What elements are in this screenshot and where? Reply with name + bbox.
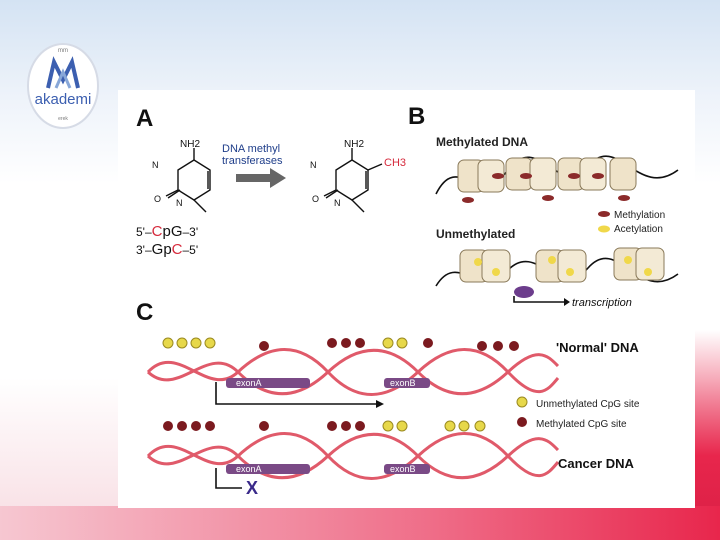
- n-left-bottom: N: [176, 198, 183, 208]
- acetylation-marks-b: [474, 256, 652, 276]
- cancer-methylated-sites: [163, 421, 365, 431]
- exon-b-bottom-label: exonB: [390, 464, 416, 474]
- panel-c-label: C: [136, 299, 153, 326]
- epigenetics-figure: A NH2 N O N DNA methyl transferases NH2 …: [118, 90, 695, 508]
- nh2-right: NH2: [344, 139, 364, 150]
- enzyme-label-line1: DNA methyl: [222, 143, 280, 155]
- nh2-left: NH2: [180, 139, 200, 150]
- normal-dna-helix: [146, 348, 560, 396]
- o-right: O: [312, 194, 319, 204]
- logo-text: akademi: [35, 91, 92, 108]
- n-right-bottom: N: [334, 198, 341, 208]
- normal-unmethylated-sites: [162, 337, 408, 349]
- legend-acetylation: Acetylation: [614, 224, 663, 235]
- methylation-marks-b: [462, 173, 630, 203]
- akademi-logo: mm akademi erek: [27, 43, 99, 129]
- cancer-unmethylated-sites: [382, 420, 486, 432]
- normal-transcription-arrow: [215, 382, 376, 405]
- transcription-arrowhead: [564, 298, 570, 306]
- n-left-top: N: [152, 160, 159, 170]
- unmethylated-site-legend-marker: [516, 396, 528, 408]
- cytosine-molecule: [165, 148, 211, 213]
- exon-a-bottom: [226, 464, 310, 474]
- bottom-accent-band: [0, 506, 720, 540]
- unmethylated-site-label: Unmethylated CpG site: [536, 399, 640, 410]
- figure-canvas: A NH2 N O N DNA methyl transferases NH2 …: [136, 103, 679, 498]
- exon-b-top: [384, 378, 430, 388]
- exon-a-top-label: exonA: [236, 378, 262, 388]
- legend-methylation: Methylation: [614, 210, 665, 221]
- right-accent-band: [690, 330, 720, 540]
- logo-bottom-text: erek: [58, 116, 68, 122]
- cpg-strand-top: 5'–CpG–3': [136, 223, 198, 240]
- methylated-nucleosomes: [457, 157, 637, 193]
- acetylation-legend-marker: [598, 225, 610, 233]
- exon-b-top-label: exonB: [390, 378, 416, 388]
- reaction-arrow: [236, 168, 286, 188]
- methylated-site-label: Methylated CpG site: [536, 419, 627, 430]
- methylcytosine-molecule: [323, 148, 383, 213]
- transcription-label: transcription: [572, 297, 632, 309]
- cancer-dna-label: Cancer DNA: [558, 456, 634, 471]
- transcription-factor: [514, 286, 534, 298]
- methylated-site-legend-marker: [517, 417, 527, 427]
- transcription-arrow: [513, 296, 564, 303]
- normal-methylated-sites: [259, 338, 519, 351]
- logo-top-text: mm: [58, 48, 68, 54]
- panel-b-label: B: [408, 103, 425, 130]
- blocked-transcription-line: [215, 468, 242, 489]
- enzyme-label-line2: transferases: [222, 155, 283, 167]
- blocked-transcription-x: X: [246, 478, 258, 498]
- unmethylated-nucleosomes: [459, 247, 665, 283]
- cancer-dna-helix: [146, 432, 560, 480]
- methylation-legend-marker: [598, 211, 610, 217]
- cpg-strand-bottom: 3'–GpC–5': [136, 241, 198, 258]
- o-left: O: [154, 194, 161, 204]
- exon-a-bottom-label: exonA: [236, 464, 262, 474]
- panel-a-label: A: [136, 105, 153, 132]
- unmethylated-title: Unmethylated: [436, 227, 515, 241]
- exon-a-top: [226, 378, 310, 388]
- n-right-top: N: [310, 160, 317, 170]
- methylated-dna-title: Methylated DNA: [436, 135, 528, 149]
- normal-dna-label: 'Normal' DNA: [556, 340, 639, 355]
- exon-b-bottom: [384, 464, 430, 474]
- ch3-label: CH3: [384, 157, 406, 169]
- normal-transcription-arrowhead: [376, 400, 384, 408]
